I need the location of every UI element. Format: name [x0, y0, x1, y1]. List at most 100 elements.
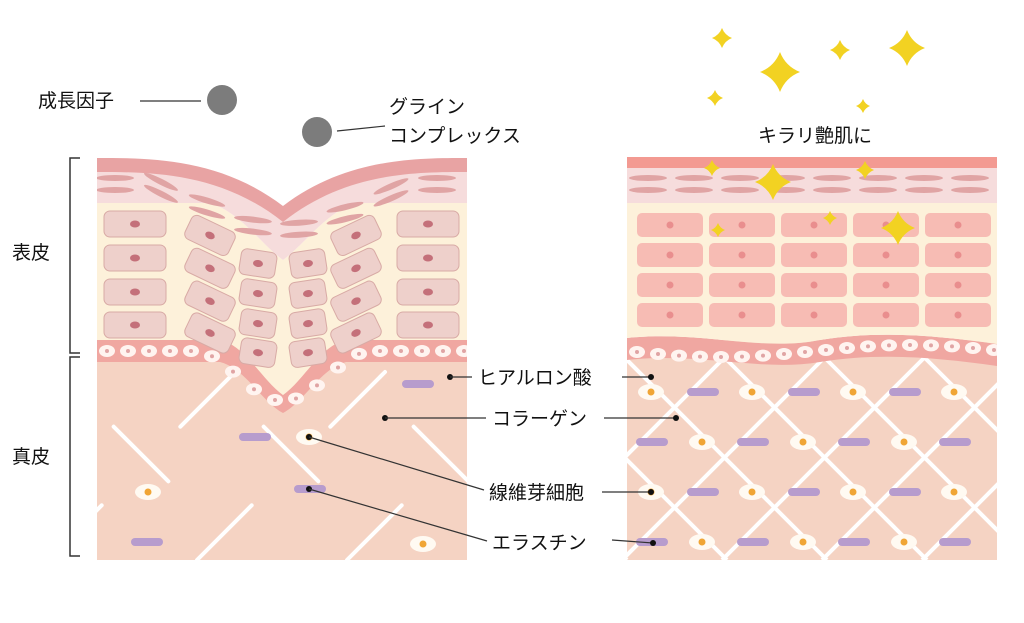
basal-nucleus [231, 369, 235, 374]
sparkles [704, 28, 925, 245]
basal-nucleus [210, 354, 214, 359]
collagen-fiber [627, 457, 729, 560]
basal-nucleus [168, 349, 172, 353]
growth-factor-molecule [207, 85, 237, 115]
flat-cell [326, 213, 364, 225]
flattened-cells [97, 172, 456, 238]
epidermal-cell [103, 311, 167, 339]
basal-nucleus [462, 349, 466, 353]
cell-nucleus [351, 297, 361, 305]
aged-skin-panel [97, 158, 467, 560]
cell-nucleus [423, 321, 433, 329]
flat-cell [813, 175, 851, 181]
flat-cell [675, 175, 713, 181]
cell-nucleus [882, 281, 890, 289]
cell-nucleus [253, 290, 263, 298]
basal-nucleus [740, 354, 744, 359]
cell-nucleus [253, 320, 263, 328]
collagen-fiber [920, 482, 997, 560]
basal-nucleus [273, 398, 277, 403]
glyne-complex-label-line2: コンプレックス [389, 125, 521, 147]
epidermis-bracket [69, 157, 80, 354]
flat-cell [373, 190, 409, 207]
fibroblast-nucleus [647, 388, 655, 396]
flat-cell [234, 227, 272, 236]
collagen-fiber [97, 503, 104, 513]
fibroblast-nucleus [698, 438, 706, 446]
basal-layer [97, 340, 467, 413]
basal-nucleus [803, 350, 807, 355]
elastin-fiber [788, 388, 820, 396]
epidermal-cells [103, 210, 460, 368]
sparkle-icon [823, 211, 837, 225]
flat-cell [373, 178, 409, 195]
flat-cell [280, 231, 318, 238]
basal-nucleus [929, 343, 933, 348]
cell-nucleus [666, 281, 674, 289]
sparkle-icon [707, 90, 723, 106]
epidermal-cell [288, 308, 328, 339]
epidermal-cell [396, 278, 460, 306]
cell-nucleus [810, 251, 818, 259]
cell-nucleus [205, 329, 215, 337]
epidermal-cell [330, 247, 382, 289]
collagen-label: コラーゲン [492, 408, 587, 430]
epidermal-cell [288, 337, 328, 368]
flat-cell [418, 187, 456, 193]
flat-cell [188, 206, 226, 219]
healthy-skin-panel [627, 157, 997, 560]
flat-cell [951, 175, 989, 181]
elastin-fibers [636, 388, 971, 546]
cell-nucleus [666, 311, 674, 319]
cell-nucleus [423, 254, 433, 262]
basal-nucleus [357, 351, 361, 356]
dermis-label: 真皮 [12, 446, 50, 468]
basal-nucleus [824, 347, 828, 352]
epidermal-cell [103, 244, 167, 272]
elastin-fiber [402, 380, 434, 388]
cell-nucleus [954, 221, 962, 229]
epidermal-cell [238, 308, 278, 339]
epidermal-cell [184, 280, 236, 322]
sparkle-icon [711, 223, 725, 237]
fibroblast-nucleus [799, 438, 807, 446]
skin-surface [97, 158, 467, 222]
sparkle-icon [712, 28, 732, 48]
glyne-complex-leader [336, 125, 386, 132]
epidermal-cell [330, 280, 382, 322]
basal-nucleus [252, 387, 256, 392]
skin-surface [627, 157, 997, 168]
growth-factor-label: 成長因子 [38, 90, 114, 112]
basal-cells [629, 339, 997, 363]
flat-cell [418, 175, 456, 181]
collagen-fiber [195, 503, 254, 560]
fibroblast-callout: 線維芽細胞 [306, 434, 654, 504]
basal-nucleus [336, 365, 340, 370]
flat-cell [813, 187, 851, 193]
collagen-fiber [345, 503, 404, 560]
fibroblast-nucleus [950, 388, 958, 396]
fibroblast-nucleus [799, 538, 807, 546]
epidermal-cell [103, 210, 167, 238]
flat-cell [905, 187, 943, 193]
basal-nucleus [992, 348, 996, 353]
collagen-fiber [261, 424, 321, 484]
fibroblast-nucleus [698, 538, 706, 546]
cell-nucleus [303, 290, 313, 298]
basal-cell [456, 345, 467, 357]
cell-nucleus [882, 311, 890, 319]
basal-nucleus [105, 349, 109, 353]
stratum-corneum [97, 160, 467, 260]
sparkle-icon [856, 161, 874, 179]
elastin-fiber [939, 538, 971, 546]
fibroblast-nucleus [419, 540, 427, 548]
cell-nucleus [303, 349, 313, 357]
sparkle-icon [760, 52, 800, 92]
hyaluronic-acid-callout: ヒアルロン酸 [447, 367, 654, 389]
cell-nucleus [666, 251, 674, 259]
flat-cell [675, 187, 713, 193]
flat-cell [951, 187, 989, 193]
basal-nucleus [635, 349, 639, 354]
cell-nucleus [810, 221, 818, 229]
cell-nucleus [253, 259, 263, 268]
